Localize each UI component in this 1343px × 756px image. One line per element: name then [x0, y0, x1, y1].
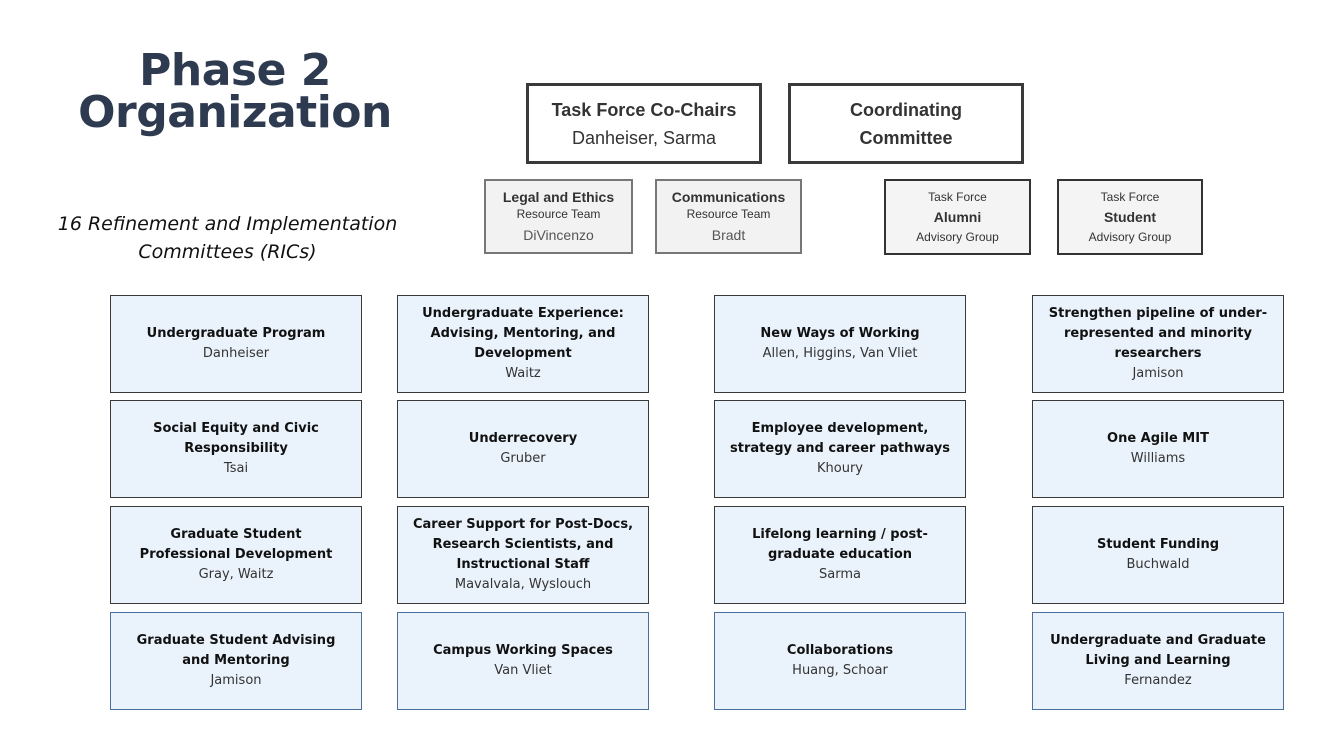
- advisory-group-name: Alumni: [933, 209, 982, 225]
- ric-box: Social Equity and Civic Responsibility T…: [110, 400, 362, 498]
- page-subtitle: 16 Refinement and Implementation Committ…: [40, 210, 415, 266]
- resource-team-communications: Communications Resource Team Bradt: [655, 179, 802, 254]
- ric-name: Social Equity and Civic Responsibility: [153, 421, 319, 456]
- coordinating-line2: Committee: [859, 127, 953, 148]
- ric-name: Undergraduate Program: [146, 326, 326, 341]
- ric-box: Graduate Student Professional Developmen…: [110, 506, 362, 604]
- advisory-group-post: Advisory Group: [916, 230, 999, 244]
- ric-name: Collaborations: [786, 643, 894, 658]
- ric-box: Undergraduate and Graduate Living and Le…: [1032, 612, 1284, 710]
- ric-box: Undergraduate Program Danheiser: [110, 295, 362, 393]
- ric-box: Collaborations Huang, Schoar: [714, 612, 966, 710]
- page-subtitle-line2: Committees (RICs): [138, 241, 317, 263]
- resource-team-legal-ethics: Legal and Ethics Resource Team DiVincenz…: [484, 179, 633, 254]
- ric-name: New Ways of Working: [760, 326, 920, 341]
- ric-box: Graduate Student Advising and Mentoring …: [110, 612, 362, 710]
- ric-name: Campus Working Spaces: [433, 643, 613, 658]
- ric-name: Graduate Student Advising and Mentoring: [136, 633, 336, 668]
- cochairs-leads: Danheiser, Sarma: [571, 127, 717, 148]
- ric-name: Employee development, strategy and caree…: [730, 421, 950, 456]
- ric-leads: Khoury: [817, 461, 863, 476]
- ric-leads: Williams: [1130, 451, 1186, 466]
- ric-leads: Waitz: [505, 366, 541, 381]
- advisory-group-student: Task Force Student Advisory Group: [1057, 179, 1203, 255]
- coordinating-committee-box: Coordinating Committee: [788, 83, 1024, 164]
- advisory-group-name: Student: [1103, 209, 1157, 225]
- ric-name: Strengthen pipeline of under-represented…: [1048, 306, 1268, 361]
- cochairs-title: Task Force Co-Chairs: [551, 99, 737, 120]
- ric-name: Underrecovery: [468, 431, 578, 446]
- coordinating-line1: Coordinating: [850, 99, 962, 120]
- ric-box: Undergraduate Experience: Advising, Ment…: [397, 295, 649, 393]
- ric-name: Undergraduate and Graduate Living and Le…: [1050, 633, 1266, 668]
- ric-leads: Fernandez: [1124, 673, 1192, 688]
- page-subtitle-line1: 16 Refinement and Implementation: [57, 213, 398, 235]
- cochairs-box: Task Force Co-Chairs Danheiser, Sarma: [526, 83, 762, 164]
- page-title: Phase 2 Organization: [60, 45, 410, 138]
- ric-leads: Gray, Waitz: [198, 567, 274, 582]
- ric-leads: Gruber: [500, 451, 546, 466]
- ric-box: Underrecovery Gruber: [397, 400, 649, 498]
- resource-team-name: Legal and Ethics: [502, 188, 615, 205]
- ric-leads: Buchwald: [1126, 557, 1190, 572]
- ric-name: Student Funding: [1096, 537, 1219, 552]
- ric-name: One Agile MIT: [1107, 431, 1209, 446]
- ric-box: Campus Working Spaces Van Vliet: [397, 612, 649, 710]
- ric-box: Employee development, strategy and caree…: [714, 400, 966, 498]
- ric-leads: Van Vliet: [494, 663, 552, 678]
- ric-leads: Allen, Higgins, Van Vliet: [762, 346, 918, 361]
- ric-leads: Sarma: [819, 567, 861, 582]
- advisory-group-pre: Task Force: [1100, 190, 1160, 204]
- ric-box: Career Support for Post-Docs, Research S…: [397, 506, 649, 604]
- ric-box: One Agile MIT Williams: [1032, 400, 1284, 498]
- ric-leads: Tsai: [223, 461, 249, 476]
- ric-box: New Ways of Working Allen, Higgins, Van …: [714, 295, 966, 393]
- resource-team-lead: DiVincenzo: [523, 226, 594, 243]
- ric-box: Strengthen pipeline of under-represented…: [1032, 295, 1284, 393]
- ric-leads: Jamison: [1132, 366, 1184, 381]
- ric-name: Graduate Student Professional Developmen…: [139, 527, 333, 562]
- advisory-group-alumni: Task Force Alumni Advisory Group: [884, 179, 1031, 255]
- ric-name: Lifelong learning / post-graduate educat…: [752, 527, 928, 562]
- resource-team-lead: Bradt: [711, 226, 746, 243]
- advisory-group-post: Advisory Group: [1088, 230, 1172, 244]
- ric-name: Career Support for Post-Docs, Research S…: [412, 517, 634, 572]
- page-title-line1: Phase 2: [139, 45, 331, 96]
- ric-leads: Mavalvala, Wyslouch: [454, 577, 592, 592]
- ric-leads: Jamison: [210, 673, 262, 688]
- ric-box: Lifelong learning / post-graduate educat…: [714, 506, 966, 604]
- ric-name: Undergraduate Experience: Advising, Ment…: [422, 306, 624, 361]
- page-title-line2: Organization: [78, 87, 392, 138]
- ric-box: Student Funding Buchwald: [1032, 506, 1284, 604]
- resource-team-type: Resource Team: [516, 206, 601, 221]
- advisory-group-pre: Task Force: [928, 190, 987, 204]
- ric-leads: Huang, Schoar: [792, 663, 888, 678]
- ric-leads: Danheiser: [202, 346, 270, 361]
- resource-team-name: Communications: [671, 188, 786, 205]
- resource-team-type: Resource Team: [686, 206, 771, 221]
